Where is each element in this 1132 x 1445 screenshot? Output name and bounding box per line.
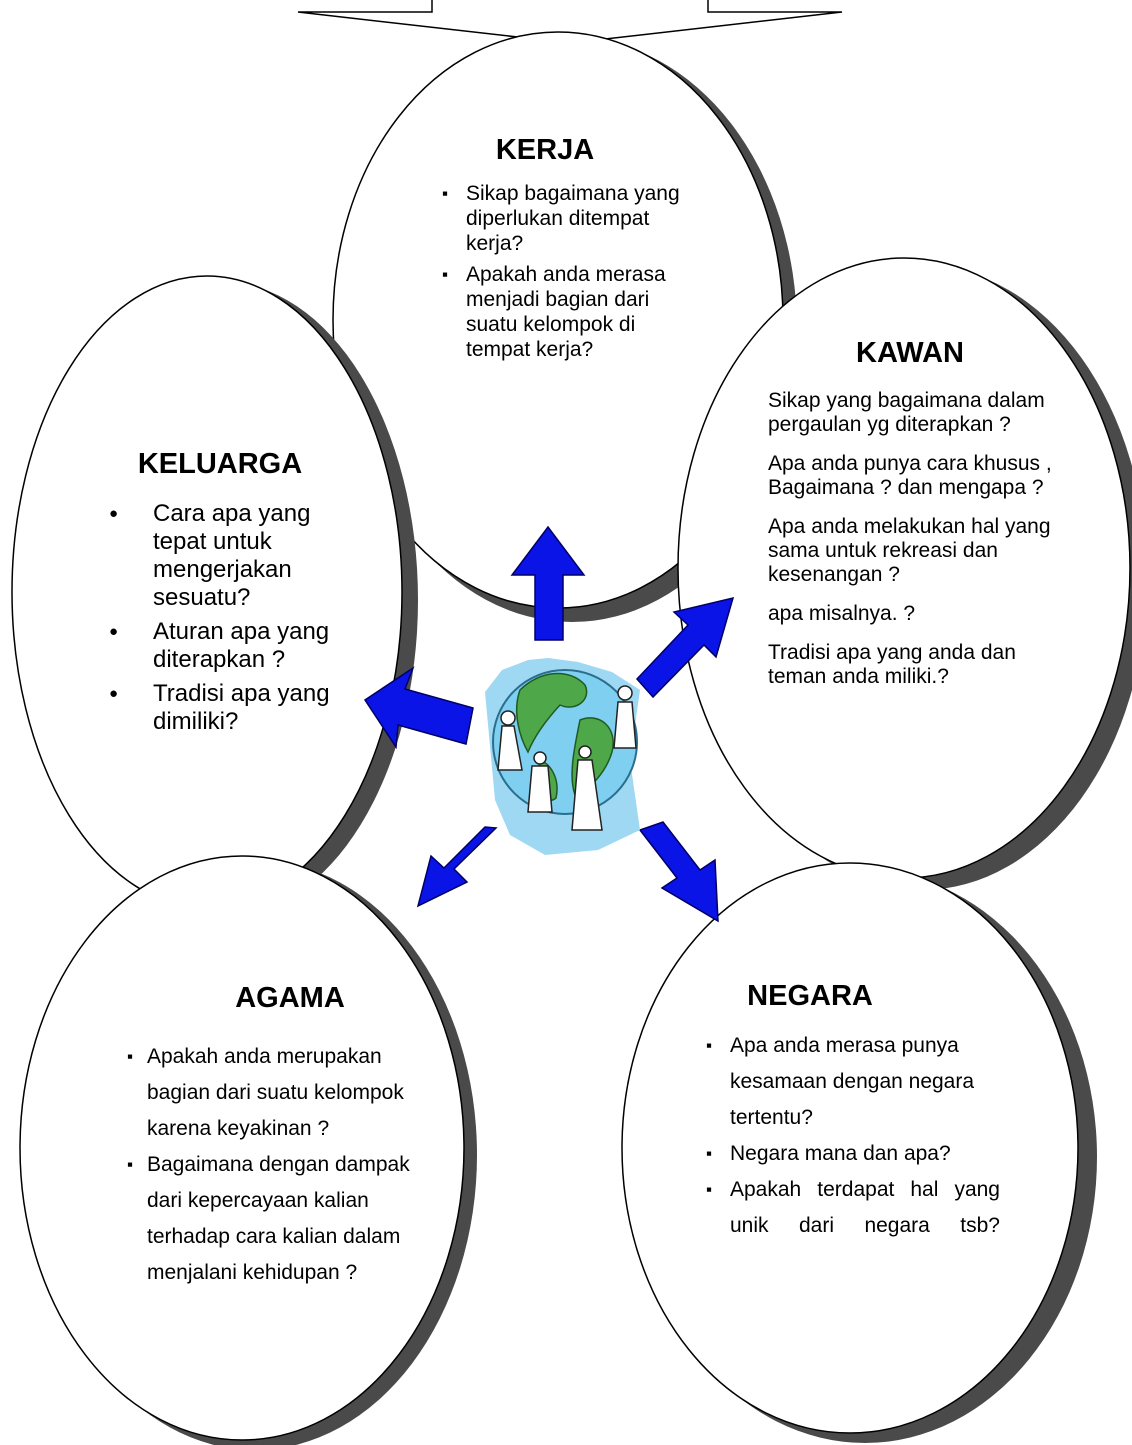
title-kerja: KERJA (495, 134, 595, 166)
list-item: Negara mana dan apa? (706, 1136, 1000, 1172)
list-item: apa misalnya. ? (768, 602, 916, 625)
list-item: Apa anda melakukan hal yang sama untuk r… (768, 515, 1051, 586)
negara-question-list: Apa anda merasa punya kesamaan dengan ne… (706, 1028, 1000, 1244)
title-agama: AGAMA (235, 982, 345, 1014)
title-negara: NEGARA (747, 980, 873, 1012)
list-item: Apa anda merasa punya kesamaan dengan ne… (706, 1028, 1000, 1136)
arrow-to-agama (416, 826, 498, 908)
arrow-to-negara (638, 821, 719, 923)
list-item: Apakah anda merupakan bagian dari suatu … (127, 1039, 437, 1147)
ellipse-kawan (677, 257, 1132, 890)
list-item: Bagaimana dengan dampak dari kepercayaan… (127, 1147, 437, 1291)
list-item: Cara apa yang tepat untuk mengerjakan se… (109, 500, 333, 612)
arrow-to-keluarga (363, 666, 474, 750)
globe-with-people-icon (485, 658, 640, 855)
list-item: Tradisi apa yang dimiliki? (109, 680, 333, 736)
title-keluarga: KELUARGA (137, 448, 303, 480)
list-item: Sikap bagaimana yang diperlukan ditempat… (442, 181, 686, 256)
arrow-up-kerja (510, 525, 586, 641)
list-item: Apakah terdapat hal yang unik dari negar… (706, 1172, 1000, 1244)
kawan-question-list: Sikap yang bagaimana dalam pergaulan yg … (768, 389, 1068, 704)
list-item: Aturan apa yang diterapkan ? (109, 618, 333, 674)
list-item: Sikap yang bagaimana dalam pergaulan yg … (768, 389, 1045, 436)
keluarga-question-list: Cara apa yang tepat untuk mengerjakan se… (109, 500, 333, 742)
title-kawan: KAWAN (856, 337, 964, 369)
arrow-to-kawan (635, 596, 735, 699)
list-item: Apakah anda merasa menjadi bagian dari s… (442, 262, 686, 362)
list-item: Apa anda punya cara khusus , Bagaimana ?… (768, 452, 1052, 499)
agama-question-list: Apakah anda merupakan bagian dari suatu … (127, 1039, 437, 1291)
kerja-question-list: Sikap bagaimana yang diperlukan ditempat… (442, 181, 686, 368)
list-item: Tradisi apa yang anda dan teman anda mil… (768, 641, 1016, 688)
